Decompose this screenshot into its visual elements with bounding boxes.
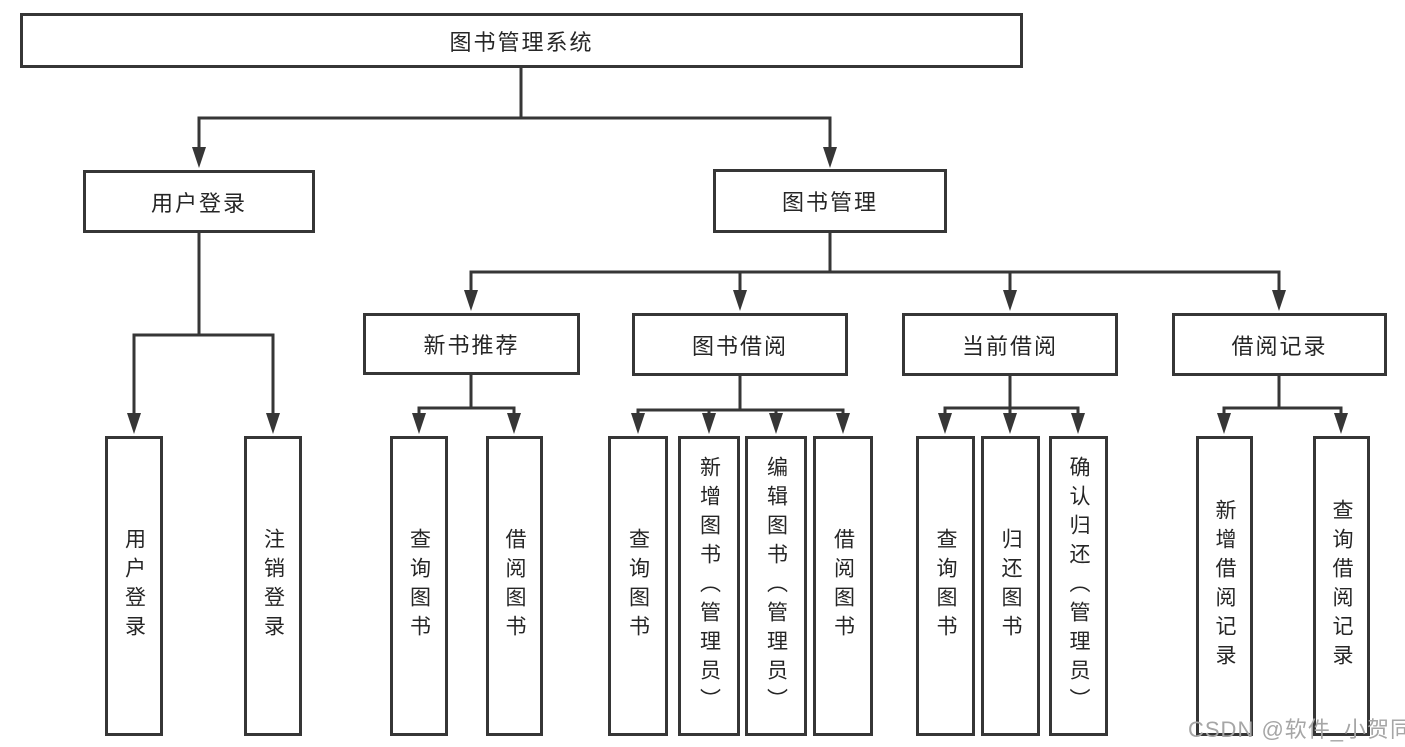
- arrowhead: [192, 147, 206, 168]
- arrowhead: [769, 413, 783, 434]
- node-user-login: 用户登录: [83, 170, 315, 233]
- connector-new-book-recommendation-to-leaves: [417, 375, 516, 417]
- arrowhead: [733, 290, 747, 311]
- arrowhead: [938, 413, 952, 434]
- arrowhead: [1334, 413, 1348, 434]
- leaf-query-books-current: 查询图书: [916, 436, 975, 736]
- leaf-add-books-admin: 新增图书（管理员）: [678, 436, 740, 736]
- leaf-query-books-borrowing: 查询图书: [608, 436, 668, 736]
- leaf-edit-books-admin: 编辑图书（管理员）: [745, 436, 807, 736]
- arrowhead: [412, 413, 426, 434]
- leaf-query-borrow-record: 查询借阅记录: [1313, 436, 1370, 736]
- arrowhead: [1071, 413, 1085, 434]
- node-book-borrowing: 图书借阅: [632, 313, 848, 376]
- arrowhead: [464, 290, 478, 311]
- connector-user-login-to-leaves: [132, 233, 275, 416]
- arrowhead: [127, 413, 141, 434]
- connector-book-management-to-level3: [469, 233, 1281, 293]
- connector-borrowing-records-to-leaves: [1222, 376, 1343, 417]
- leaf-borrow-books-recommend: 借阅图书: [486, 436, 543, 736]
- connector-root-to-level2: [197, 68, 832, 150]
- leaf-logout: 注销登录: [244, 436, 302, 736]
- leaf-borrow-books: 借阅图书: [813, 436, 873, 736]
- arrowhead: [507, 413, 521, 434]
- node-new-book-recommendation: 新书推荐: [363, 313, 580, 375]
- arrowhead: [836, 413, 850, 434]
- arrowhead: [1217, 413, 1231, 434]
- arrowhead: [1003, 413, 1017, 434]
- arrowhead: [1272, 290, 1286, 311]
- leaf-user-login: 用户登录: [105, 436, 163, 736]
- leaf-query-books-recommend: 查询图书: [390, 436, 448, 736]
- leaf-confirm-return-admin: 确认归还（管理员）: [1049, 436, 1108, 736]
- connector-book-borrowing-to-leaves: [636, 376, 845, 417]
- node-current-borrowing: 当前借阅: [902, 313, 1118, 376]
- node-borrowing-records: 借阅记录: [1172, 313, 1387, 376]
- arrowhead: [823, 147, 837, 168]
- node-book-management: 图书管理: [713, 169, 947, 233]
- arrowhead: [1003, 290, 1017, 311]
- arrowhead: [266, 413, 280, 434]
- arrowhead: [702, 413, 716, 434]
- watermark-text: CSDN @软件_小贺同学: [1188, 717, 1405, 742]
- connector-current-borrowing-to-leaves: [943, 376, 1080, 417]
- leaf-return-books: 归还图书: [981, 436, 1040, 736]
- arrowhead: [631, 413, 645, 434]
- leaf-add-borrow-record: 新增借阅记录: [1196, 436, 1253, 736]
- node-root: 图书管理系统: [20, 13, 1023, 68]
